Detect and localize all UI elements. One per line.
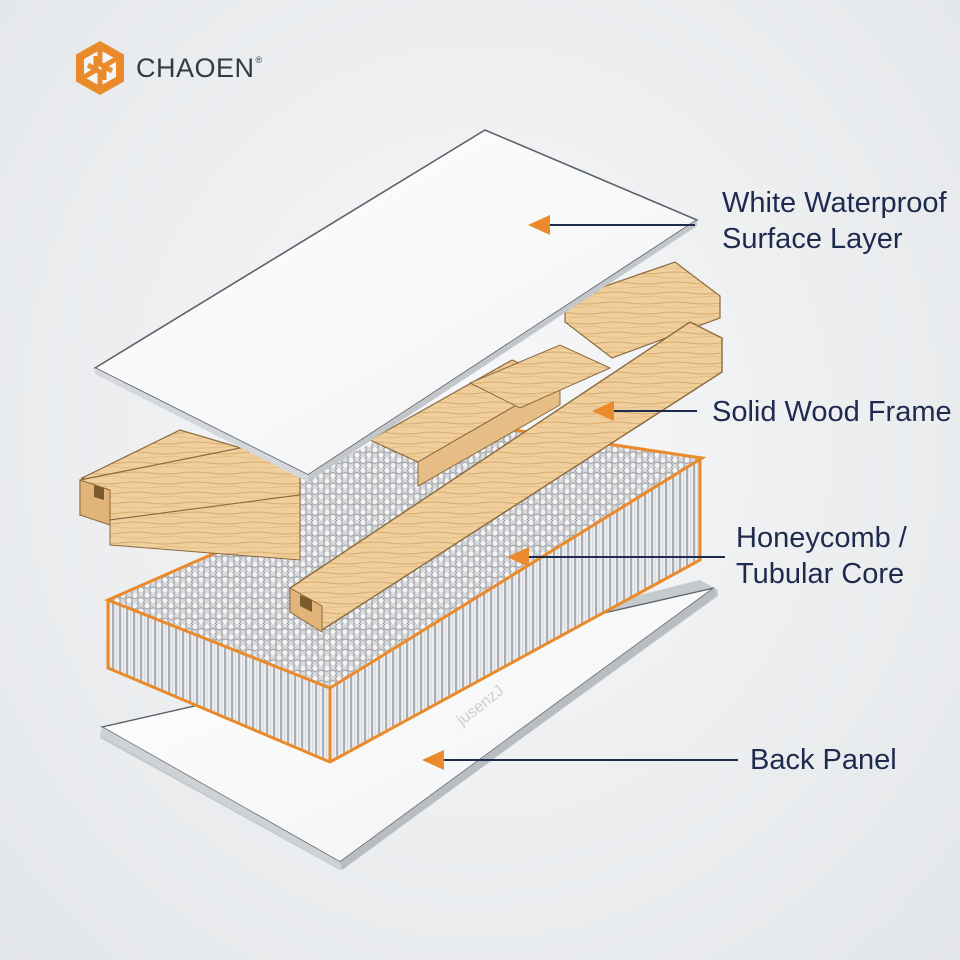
core-label-line2: Tubular Core — [736, 558, 905, 590]
arrow-core-icon — [507, 547, 529, 567]
arrow-surface-icon — [528, 215, 550, 235]
arrow-back-icon — [422, 750, 444, 770]
surface-label-line1: White Waterproof — [722, 187, 947, 219]
wood-frame — [79, 261, 723, 633]
arrow-frame-icon — [592, 401, 614, 421]
surface-layer-label: White Waterproof Surface Layer — [722, 185, 947, 257]
hexagon-logo-icon — [76, 41, 124, 95]
surface-layer — [93, 129, 699, 482]
leader-lines — [440, 224, 738, 761]
core-label-line1: Honeycomb / — [736, 522, 907, 554]
wood-frame-label: Solid Wood Frame — [712, 396, 952, 428]
registered-mark: ® — [255, 55, 263, 65]
back-panel-label: Back Panel — [750, 744, 897, 776]
brand-name: CHAOEN — [136, 52, 255, 83]
orange-arrowheads — [422, 215, 614, 770]
surface-label-line2: Surface Layer — [722, 223, 903, 255]
core-label: Honeycomb / Tubular Core — [736, 520, 907, 592]
brand-logo: CHAOEN® — [70, 38, 262, 98]
